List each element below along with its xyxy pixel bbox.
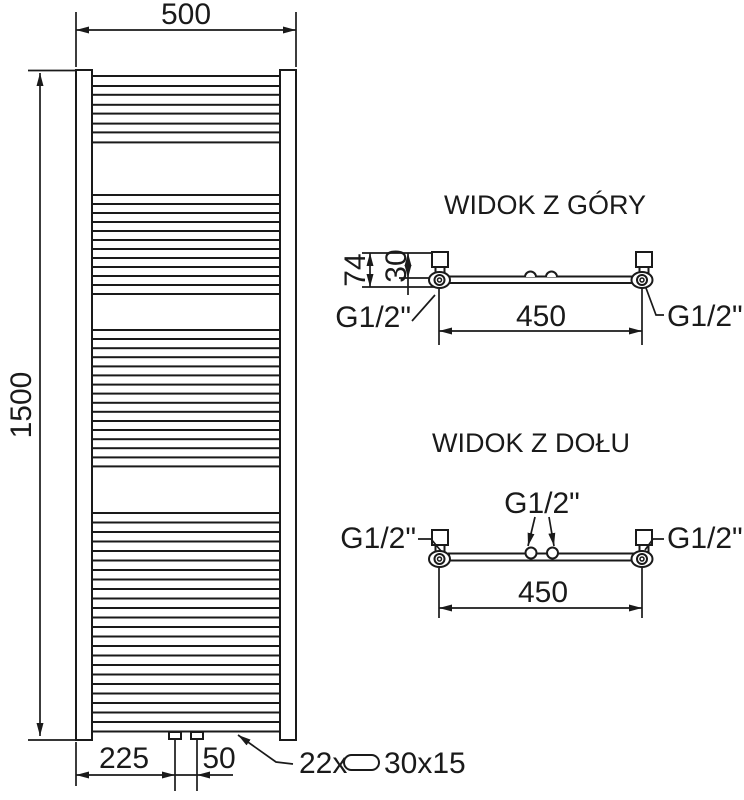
dim-connection-spacing-label: 450 <box>518 576 568 609</box>
leader-right-connection <box>644 538 664 551</box>
radiator-tube <box>91 683 281 695</box>
radiator-tube <box>91 702 281 714</box>
connection-port-left <box>433 553 446 565</box>
top-view: WIDOK Z GÓRY 74 30 G1/2" G1/2" <box>335 189 743 345</box>
radiator-tube <box>91 347 281 359</box>
leader-tube-count <box>237 734 294 765</box>
valve-body-left <box>431 251 449 268</box>
leader-right-connection <box>645 287 664 316</box>
radiator-tube <box>91 626 281 638</box>
radiator-tube <box>91 365 281 377</box>
valve-body-right <box>635 251 653 268</box>
leader-left-connection <box>418 538 442 552</box>
dim-depth-label: 74 <box>339 253 372 286</box>
radiator-tube <box>91 212 281 223</box>
bottom-stub-left <box>168 731 182 740</box>
radiator-right-column <box>279 69 297 741</box>
radiator-tube <box>91 721 281 733</box>
leader-center-right <box>548 516 556 547</box>
radiator-tube <box>91 456 281 468</box>
bottom-right-connection-label: G1/2" <box>667 522 743 555</box>
radiator-tube <box>91 266 281 277</box>
dim-valve-offset-label: 30 <box>380 249 413 282</box>
connection-port-right-center <box>639 277 645 283</box>
center-port-right <box>546 546 559 560</box>
collector-bar <box>448 275 634 284</box>
oval-profile-icon <box>343 754 380 771</box>
bottom-view: WIDOK Z DOŁU G1/2" G1/2" G1/2" 450 <box>340 428 743 618</box>
radiator-tube <box>91 75 281 87</box>
radiator-tube <box>91 248 281 259</box>
top-right-connection-label: G1/2" <box>667 300 743 333</box>
radiator-tube <box>91 230 281 241</box>
radiator-tube <box>91 329 281 340</box>
top-left-connection-label: G1/2" <box>335 301 411 334</box>
radiator-tubes <box>91 75 281 733</box>
connection-port-right-center <box>639 556 645 562</box>
wall-bracket <box>545 270 558 278</box>
connection-port-left-center <box>436 556 443 562</box>
center-connection-label: G1/2" <box>504 487 580 520</box>
leader-left-connection <box>411 294 436 322</box>
top-view-title: WIDOK Z GÓRY <box>444 189 646 220</box>
connection-port-right <box>636 553 648 565</box>
radiator-tube <box>91 569 281 581</box>
leader-center-left <box>527 516 536 547</box>
radiator-tube <box>91 93 281 106</box>
radiator-tube <box>91 112 281 125</box>
radiator-tube <box>91 607 281 619</box>
dim-spacing-label: 50 <box>202 742 235 775</box>
radiator-tube <box>91 438 281 450</box>
connection-port-left <box>433 274 446 286</box>
dim-width-label: 500 <box>161 0 211 31</box>
dim-offset-label: 225 <box>99 742 149 775</box>
radiator-tube <box>91 401 281 413</box>
tube-count-label: 22x <box>299 747 347 780</box>
radiator-left-column <box>75 69 93 741</box>
dim-connection-spacing-label: 450 <box>516 300 566 333</box>
radiator-tube <box>91 664 281 676</box>
radiator-tube <box>91 420 281 431</box>
collector-bar <box>448 552 634 562</box>
radiator-tube <box>91 550 281 562</box>
bottom-stub-right <box>190 731 204 740</box>
bottom-view-title: WIDOK Z DOŁU <box>432 428 630 458</box>
radiator-tube <box>91 531 281 543</box>
radiator-tube <box>91 284 281 295</box>
connection-port-left-center <box>436 277 443 283</box>
bottom-left-connection-label: G1/2" <box>340 522 416 555</box>
radiator-tube <box>91 512 281 524</box>
radiator-tube <box>91 131 281 144</box>
radiator-tube <box>91 194 281 205</box>
radiator-tube <box>91 645 281 657</box>
front-view: 500 1500 225 50 22x 30x15 <box>5 0 466 791</box>
radiator-tube <box>91 588 281 600</box>
radiator-tube <box>91 383 281 395</box>
wall-bracket <box>524 270 537 278</box>
dim-height-label: 1500 <box>5 372 38 439</box>
center-port-left <box>524 546 538 560</box>
tube-profile-label: 30x15 <box>384 747 466 780</box>
connection-port-right <box>636 274 648 286</box>
